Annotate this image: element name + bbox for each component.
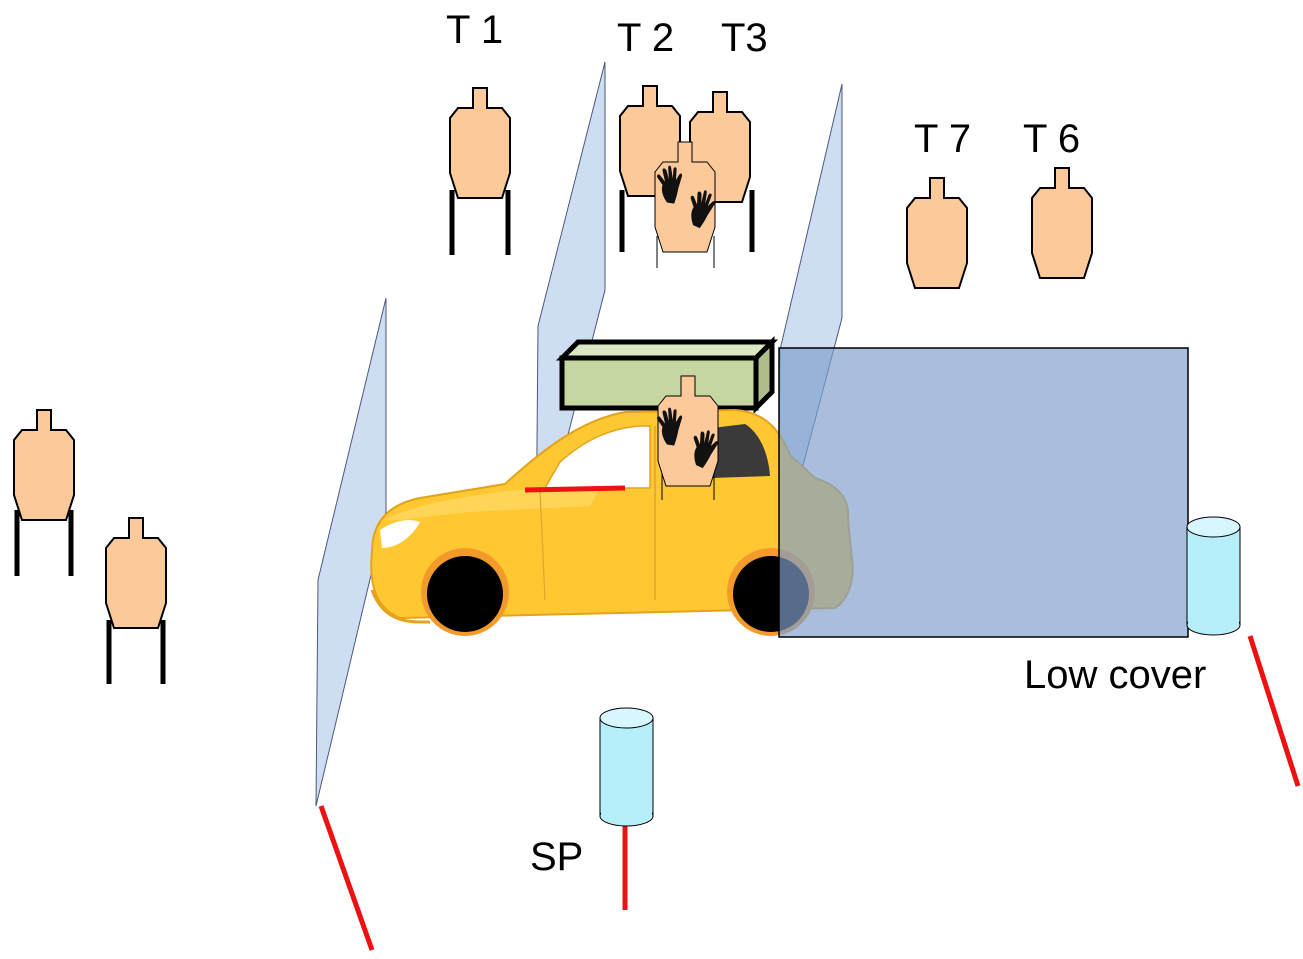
target-t1 (449, 87, 511, 255)
label-t7: T 7 (914, 117, 971, 161)
barrel-start-position (599, 707, 654, 827)
label-t1: T 1 (446, 8, 503, 52)
no-shoot-target-car (655, 375, 720, 500)
label-low-cover: Low cover (1024, 653, 1206, 697)
label-t6: T 6 (1023, 117, 1080, 161)
label-t2: T 2 (617, 16, 674, 60)
label-sp: SP (530, 835, 583, 879)
target-t6 (1031, 167, 1093, 279)
target-t2 (619, 85, 681, 252)
wall-left (315, 297, 387, 807)
barrel-low-cover (1186, 516, 1241, 636)
target-left-2 (105, 517, 167, 684)
fault-line-car (524, 485, 626, 493)
fault-line-right (1247, 635, 1301, 787)
car (370, 408, 854, 636)
cover-block (778, 347, 1189, 638)
target-t3 (689, 91, 755, 252)
label-t3: T3 (721, 16, 768, 60)
no-shoot-target-upper (654, 141, 717, 268)
fault-line-left (318, 805, 375, 951)
roof-box (555, 335, 779, 415)
target-t7 (906, 177, 968, 289)
target-left-1 (13, 409, 75, 576)
